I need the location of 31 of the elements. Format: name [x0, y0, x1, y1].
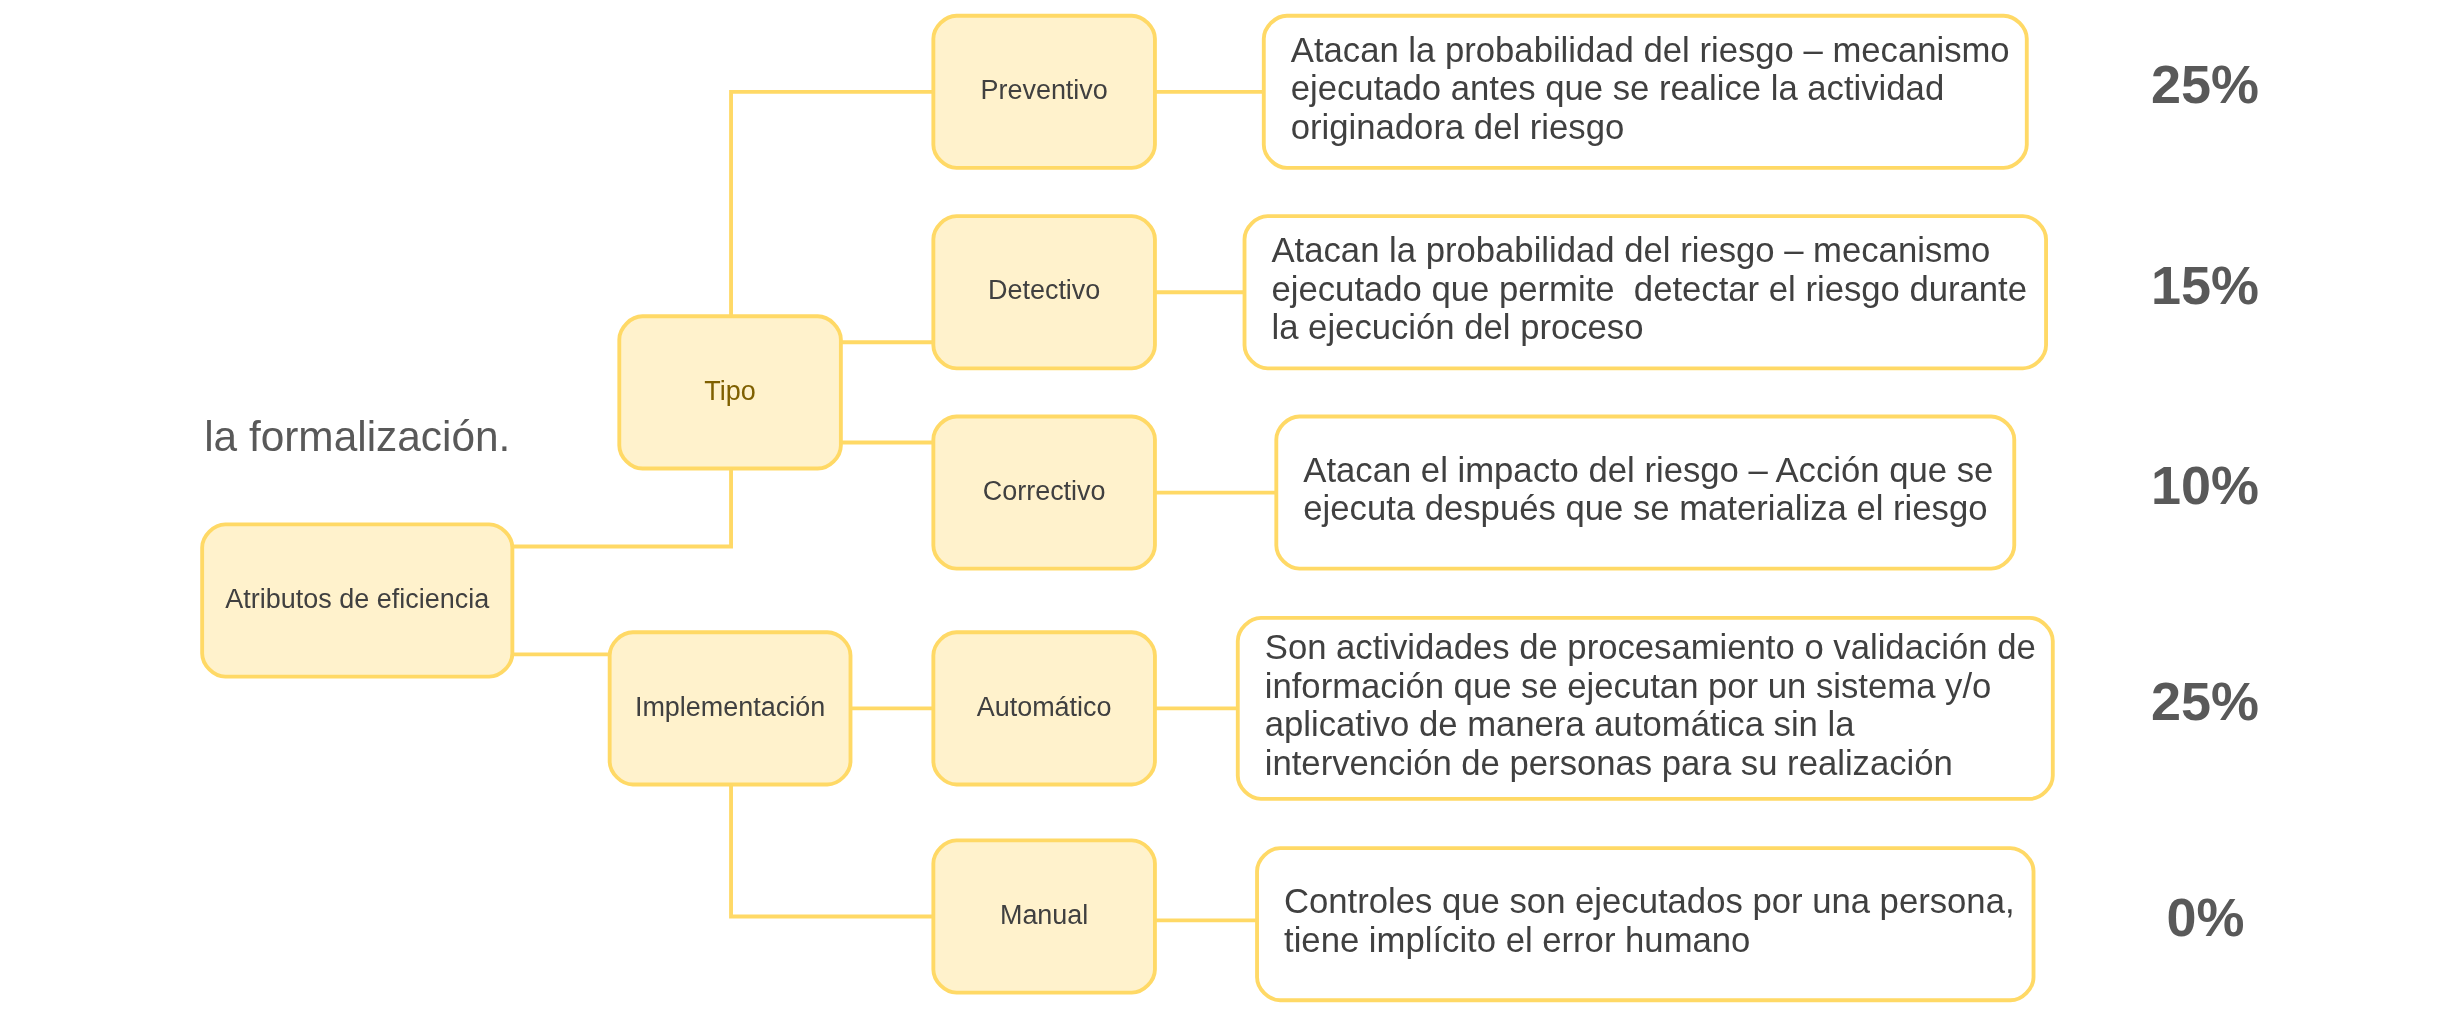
connector — [1154, 490, 1276, 495]
connector — [1154, 918, 1257, 923]
node-box: Detectivo — [930, 214, 1157, 371]
node-box: Son actividades de procesamiento o validación de información que se ejecutan por un sistema y/o aplicativo de manera automática sin la intervención de personas para su realización — [1235, 615, 2055, 801]
node-label: 25% — [2150, 670, 2259, 731]
connector — [1154, 89, 1264, 94]
node-box: Controles que son ejecutados por una persona, tiene implícito el error humano — [1254, 846, 2035, 1003]
node-box: Correctivo — [930, 414, 1157, 571]
node-label: 0% — [2165, 886, 2244, 947]
connector — [512, 468, 733, 549]
node-box: Atacan la probabilidad del riesgo – mecanismo ejecutado antes que se realice la actividad originadora del riesgo — [1261, 13, 2029, 170]
node-box: Tipo — [616, 314, 843, 471]
connector — [841, 340, 933, 345]
connector — [1154, 706, 1237, 711]
connector — [728, 89, 933, 316]
node-box: Manual — [930, 838, 1157, 995]
connector — [728, 784, 933, 919]
connector — [512, 652, 610, 657]
connector — [850, 706, 933, 711]
node-box: Automático — [930, 630, 1157, 787]
node-label: 15% — [2150, 254, 2259, 315]
node-box: Atacan el impacto del riesgo – Acción que se ejecuta después que se materializa el riesgo — [1273, 414, 2016, 571]
node-box: Implementación — [607, 630, 852, 787]
label: la formalización. — [203, 413, 510, 461]
connector — [1154, 290, 1244, 295]
node-label: 10% — [2150, 454, 2259, 515]
node-box: Atributos de eficiencia — [199, 522, 514, 679]
node-label: 25% — [2150, 54, 2259, 115]
connector — [841, 440, 933, 445]
node-box: Preventivo — [930, 13, 1157, 170]
node-box: Atacan la probabilidad del riesgo – mecanismo ejecutado que permite detectar el riesgo durante la ejecución del proceso — [1242, 214, 2048, 371]
